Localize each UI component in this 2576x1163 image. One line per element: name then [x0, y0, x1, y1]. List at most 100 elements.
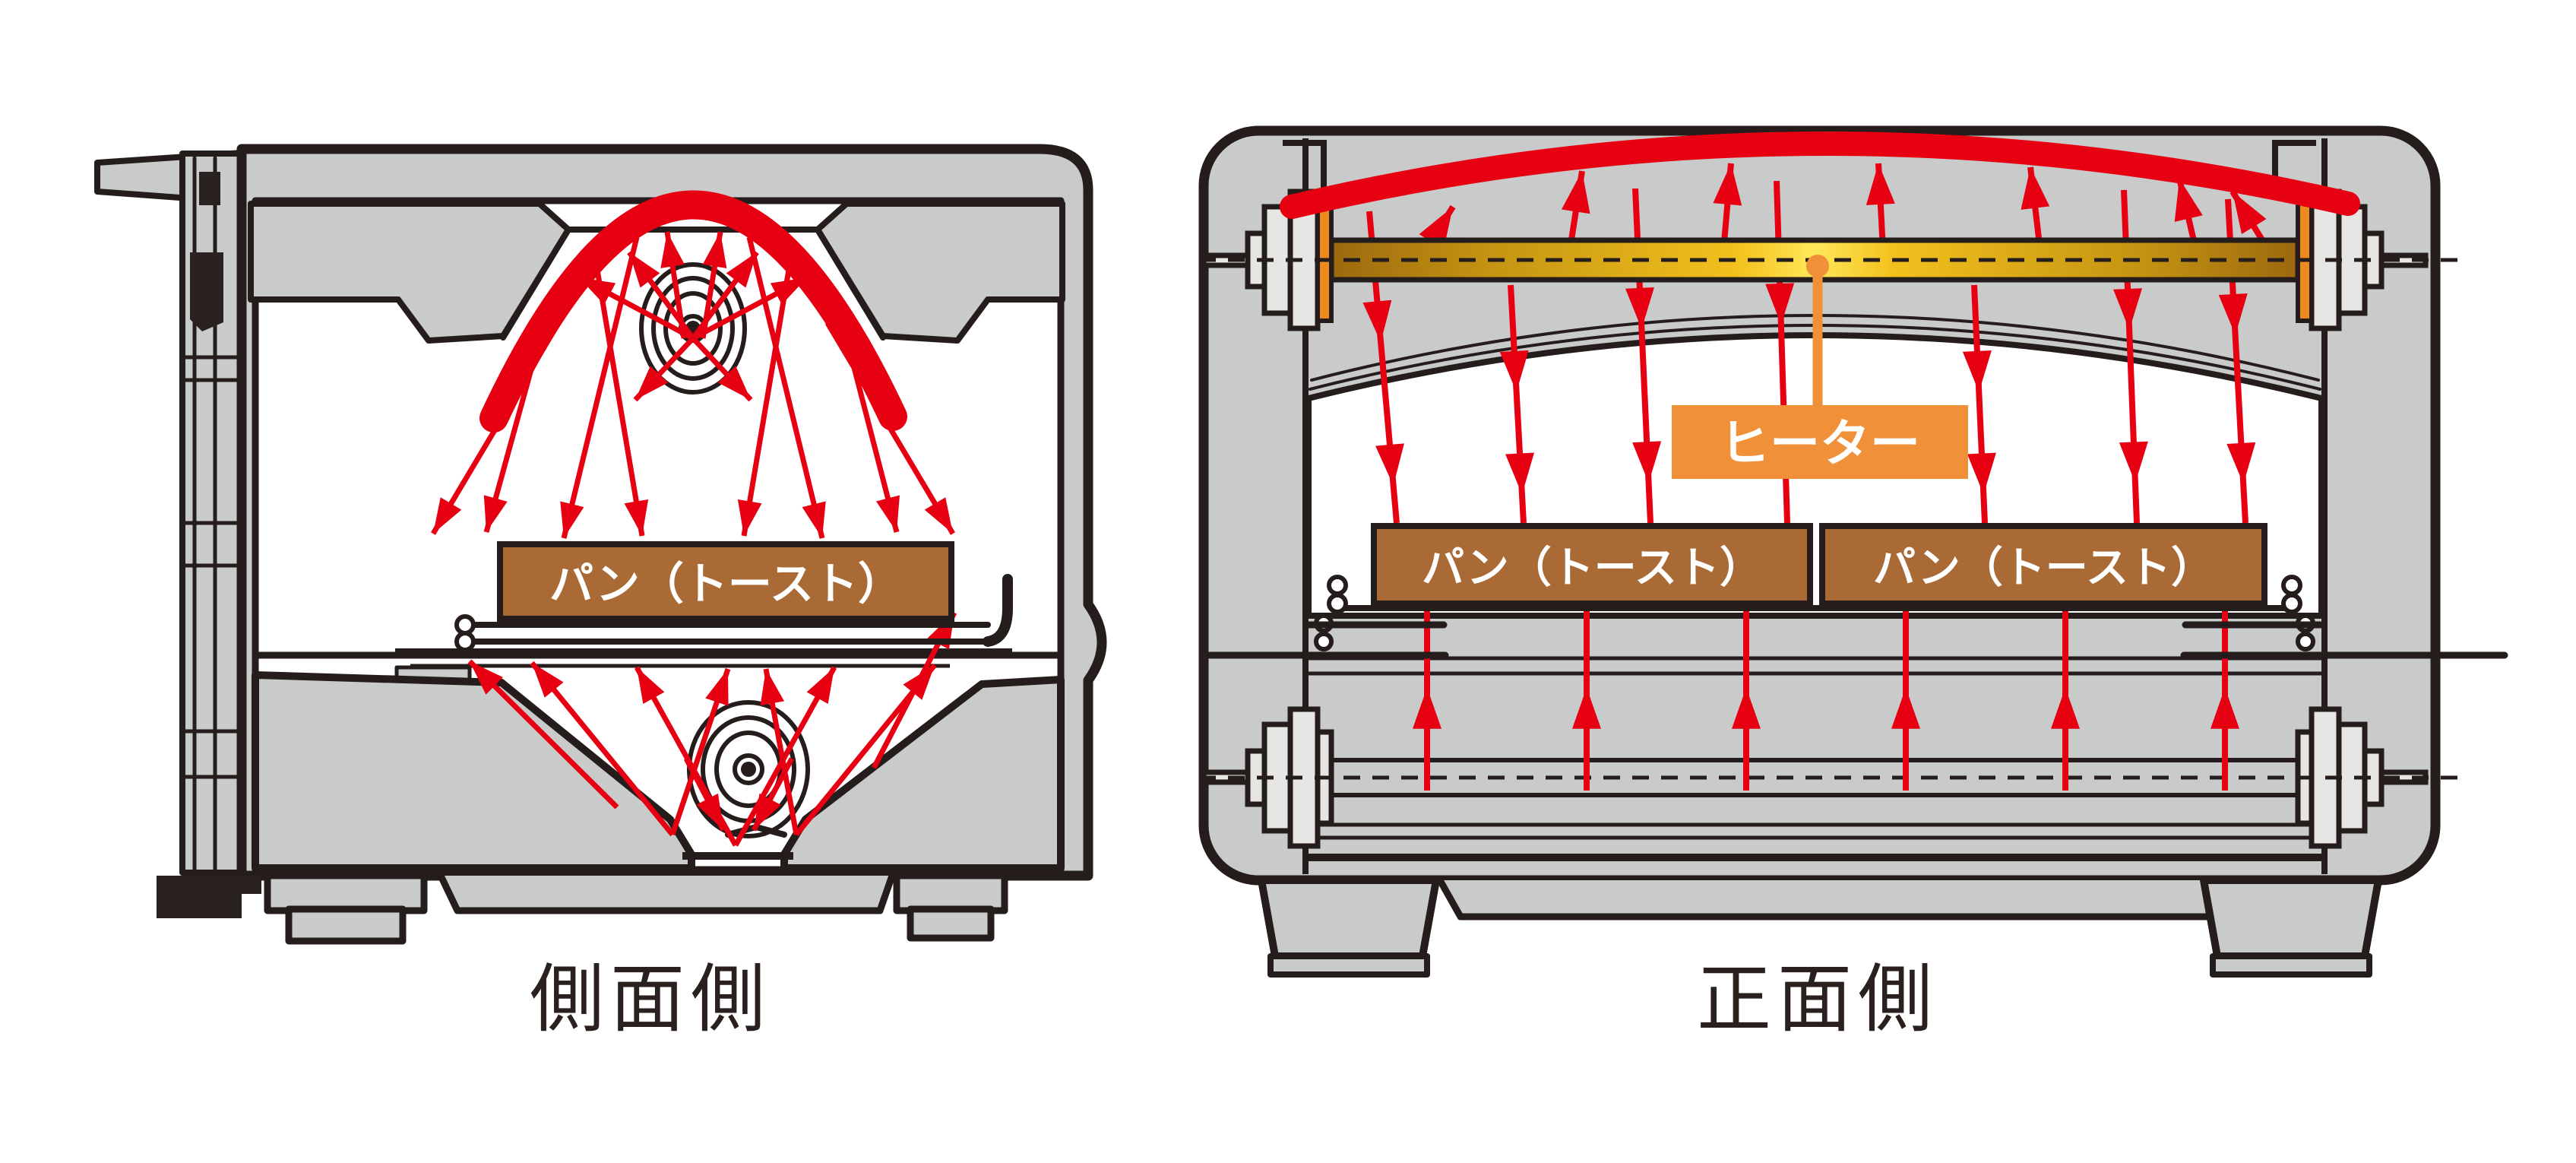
crumb-tray: [1305, 656, 2324, 861]
heat-ray-arrowhead: [760, 669, 785, 706]
oven-foot-base: [1267, 953, 1430, 978]
heat-ray-arrowhead: [1765, 283, 1795, 325]
heat-ray-arrowhead: [660, 232, 685, 268]
front-oven-rack: [1206, 575, 2508, 659]
rack-rod-end: [454, 614, 476, 635]
oven-foot: [893, 872, 1008, 914]
bread-label: パン（トースト）: [1873, 543, 2214, 591]
reflector-arc: [1280, 132, 2360, 219]
heat-ray-arrowhead: [2119, 441, 2148, 483]
bread-box: [1819, 523, 2267, 607]
heat-ray-arrowhead: [2174, 179, 2203, 222]
heat-ray-arrowhead: [1561, 171, 1590, 214]
rack-rod-end: [2281, 593, 2302, 614]
heat-ray-arrowhead: [875, 495, 900, 532]
heat-ray: [530, 661, 675, 837]
side-heat-rays: [430, 231, 957, 847]
heat-ray-arrowhead: [2226, 442, 2256, 484]
heat-ray-arrowhead: [702, 232, 727, 268]
heater-label: ヒーター: [1720, 415, 1920, 471]
heat-ray-arrowhead: [1625, 287, 1654, 329]
heat-ray-arrowhead: [696, 793, 723, 830]
heat-ray-arrowhead: [1891, 687, 1920, 729]
heat-ray-arrowhead: [1505, 452, 1535, 495]
heat-ray-arrowhead: [2218, 293, 2248, 335]
heat-ray-arrowhead: [754, 793, 781, 830]
heat-ray-arrowhead: [2113, 288, 2143, 330]
heat-ray-arrowhead: [1362, 299, 1392, 343]
coil-ring: [663, 291, 723, 366]
oven-foot-base: [285, 905, 407, 945]
heat-ray: [430, 322, 562, 535]
heat-ray-arrowhead: [624, 499, 649, 536]
heat-ray-arrowhead: [1962, 350, 1992, 392]
heat-ray: [561, 236, 640, 539]
ceiling-left-shoulder: [248, 201, 571, 344]
heat-ray-arrowhead: [637, 667, 665, 704]
heat-ray-arrowhead: [737, 499, 762, 536]
oven-foot: [1258, 876, 1440, 960]
heat-ray-arrowhead: [629, 252, 660, 288]
coil-ring: [639, 262, 747, 395]
heat-ray-arrowhead: [2021, 167, 2050, 210]
heat-ray-arrowhead: [1866, 163, 1895, 205]
heat-ray: [741, 269, 792, 537]
coil-ring: [651, 276, 735, 381]
heat-ray-arrowhead: [1499, 350, 1529, 392]
bread-box: [1371, 523, 1813, 607]
callout-dot: [1806, 255, 1829, 277]
heat-ray-arrowhead: [1732, 687, 1761, 729]
heat-ray-arrowhead: [1413, 687, 1441, 729]
heat-ray-arrowhead: [1713, 163, 1742, 206]
heat-ray-arrowhead: [560, 501, 584, 538]
bread-box: [497, 541, 954, 622]
heat-ray-arrowhead: [1572, 687, 1601, 729]
side-oven-rack: [454, 574, 1013, 652]
heat-ray-arrowhead: [924, 497, 953, 534]
bread-label: パン（トースト）: [549, 559, 902, 609]
coil-center: [741, 762, 756, 777]
heat-ray-arrowhead: [2051, 687, 2080, 729]
bottom-panel: [437, 874, 896, 914]
door-hinge: [199, 172, 220, 205]
heat-ray-arrowhead: [717, 366, 751, 400]
side-view-caption: 側面側: [530, 957, 771, 1041]
rack-rod-end: [1327, 593, 1348, 614]
ceiling-right-shoulder: [815, 201, 1065, 344]
heat-ray-arrowhead: [806, 667, 834, 704]
heater-callout: ヒーター: [1672, 255, 1968, 479]
coil-ring: [733, 753, 764, 785]
heat-ray-arrowhead: [1967, 452, 1996, 495]
heat-ray-arrowhead: [770, 277, 807, 305]
oven-foot-base: [2210, 953, 2372, 978]
heat-ray: [824, 322, 956, 535]
heat-ray-arrowhead: [1632, 441, 1662, 483]
heat-ray-arrowhead: [1375, 443, 1404, 486]
oven-foot: [264, 872, 428, 914]
rack-rod-end: [2281, 575, 2302, 596]
heat-ray-arrowhead: [802, 501, 826, 538]
heat-ray-arrowhead: [726, 252, 757, 288]
front-view-caption: 正面側: [1697, 957, 1938, 1041]
bottom-heater-tube: [1199, 706, 2462, 849]
rack-rod-end: [2296, 632, 2315, 651]
rack-rod-end: [454, 631, 476, 652]
heater-label-box: [1672, 405, 1968, 479]
reflector-bracket-left: [1283, 140, 1327, 193]
oven-foot: [2200, 876, 2382, 960]
door-foot: [157, 876, 261, 918]
bread-label: パン（トースト）: [1422, 543, 1762, 591]
heat-ray-arrowhead: [705, 669, 729, 706]
heat-ray-arrowhead: [2210, 687, 2239, 729]
bottom-panel: [1437, 878, 2315, 921]
front-view-diagram: パン（トースト） パン（トースト） ヒーター 正面側: [1198, 125, 2508, 1041]
side-view-diagram: パン（トースト） 側面側: [94, 144, 1107, 1041]
heat-ray-arrowhead: [635, 366, 669, 400]
oven-foot-base: [907, 905, 995, 942]
heat-ray-arrowhead: [470, 661, 503, 695]
door-latch: [190, 252, 223, 331]
heat-ray-arrowhead: [483, 495, 508, 532]
heat-ray-arrowhead: [2233, 192, 2267, 234]
